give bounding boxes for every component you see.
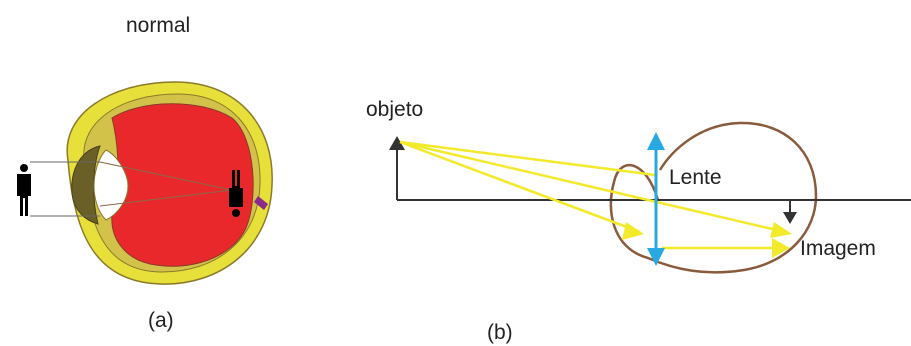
image-label: Imagem (800, 237, 876, 260)
object-label: objeto (366, 98, 424, 121)
panel-a-eye-diagram (17, 81, 273, 285)
lens-arrow-top-head (647, 132, 665, 150)
optic-nerve (254, 196, 268, 210)
inverted-silhouette-icon (229, 170, 243, 217)
ray-2 (399, 140, 656, 177)
ray-3 (399, 140, 641, 234)
ray-1 (399, 140, 786, 234)
lens-label: Lente (669, 166, 722, 189)
eyeball-outline (609, 121, 818, 274)
eye-vitreous (111, 103, 254, 267)
lens-arrow-bottom-head (647, 248, 665, 266)
panel-b-caption: (b) (487, 321, 513, 344)
image-arrow-head (783, 212, 797, 224)
eye-crystalline-lens (93, 149, 129, 221)
eye-ray-top (99, 161, 233, 191)
panel-a-caption: (a) (148, 309, 174, 332)
object-arrow-head (389, 136, 405, 150)
panel-b-ray-diagram (389, 121, 911, 274)
figure-title: normal (126, 14, 191, 37)
eye-ray-bottom (99, 189, 233, 207)
ray-3-arrowhead (622, 222, 644, 240)
ray-4-arrowhead (772, 238, 790, 258)
ray-1-arrowhead (770, 222, 792, 238)
person-silhouette-icon (17, 164, 31, 216)
